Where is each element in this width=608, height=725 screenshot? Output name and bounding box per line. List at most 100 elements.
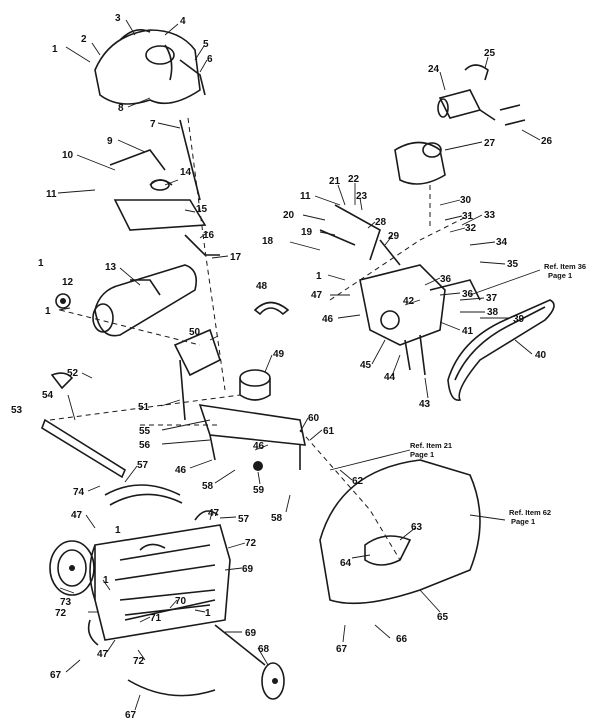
callout-numbers: 1 2 3 4 5 6 8 7 9 10 11 12 13 14 15 16 1… — [11, 13, 553, 721]
callout-12: 12 — [62, 277, 74, 288]
callout-48: 48 — [256, 281, 268, 292]
callout-66: 66 — [396, 634, 408, 645]
leader-lines — [57, 19, 541, 711]
callout-36-upper: 36 — [440, 274, 452, 285]
callout-38: 38 — [487, 307, 499, 318]
callout-53: 53 — [11, 405, 23, 416]
callout-20: 20 — [283, 210, 295, 221]
callout-56: 56 — [139, 440, 151, 451]
callout-57-right: 57 — [238, 514, 250, 525]
ref-item-62-line1: Ref. Item 62 — [509, 508, 551, 517]
callout-34: 34 — [496, 237, 508, 248]
callout-4: 4 — [180, 16, 186, 27]
callout-30: 30 — [460, 195, 472, 206]
callout-64: 64 — [340, 558, 352, 569]
callout-10: 10 — [62, 150, 74, 161]
callout-35: 35 — [507, 259, 519, 270]
callout-1: 1 — [52, 44, 58, 55]
callout-69-top: 69 — [242, 564, 254, 575]
ref-item-62-note: Ref. Item 62 Page 1 — [509, 508, 551, 526]
callout-26: 26 — [541, 136, 553, 147]
callout-65: 65 — [437, 612, 449, 623]
callout-33: 33 — [484, 210, 496, 221]
callout-68: 68 — [258, 644, 270, 655]
ref-item-36-line1: Ref. Item 36 — [544, 262, 586, 271]
callout-46-right: 46 — [322, 314, 334, 325]
callout-44: 44 — [384, 372, 396, 383]
callout-37: 37 — [486, 293, 498, 304]
callout-1f: 1 — [205, 608, 211, 619]
callout-6: 6 — [207, 54, 213, 65]
callout-11: 11 — [46, 189, 57, 200]
callout-49: 49 — [273, 349, 285, 360]
callout-14: 14 — [180, 167, 192, 178]
callout-46-left: 46 — [175, 465, 187, 476]
ref-item-36-line2: Page 1 — [548, 271, 572, 280]
callout-13: 13 — [105, 262, 117, 273]
callout-24: 24 — [428, 64, 440, 75]
callout-46-top: 46 — [253, 441, 265, 452]
callout-22: 22 — [348, 174, 360, 185]
callout-72-bottom: 72 — [133, 656, 145, 667]
ref-item-21-note: Ref. Item 21 Page 1 — [410, 441, 452, 459]
callout-60: 60 — [308, 413, 320, 424]
ref-item-62-line2: Page 1 — [511, 517, 535, 526]
callout-1d: 1 — [115, 525, 121, 536]
callout-63: 63 — [411, 522, 423, 533]
callout-27: 27 — [484, 138, 496, 149]
callout-69-bottom: 69 — [245, 628, 257, 639]
callout-43: 43 — [419, 399, 431, 410]
callout-41: 41 — [462, 326, 474, 337]
callout-62: 62 — [352, 476, 364, 487]
callout-50: 50 — [189, 327, 201, 338]
callout-25: 25 — [484, 48, 496, 59]
callout-58-left: 58 — [202, 481, 214, 492]
callout-72-right: 72 — [245, 538, 257, 549]
callout-11b: 11 — [300, 191, 311, 202]
callout-15: 15 — [196, 204, 208, 215]
callout-31: 31 — [462, 211, 474, 222]
callout-42: 42 — [403, 296, 415, 307]
callout-7: 7 — [150, 119, 156, 130]
callout-59: 59 — [253, 485, 265, 496]
part-drawings — [41, 29, 555, 700]
callout-18: 18 — [262, 236, 274, 247]
callout-32: 32 — [465, 223, 477, 234]
callout-1g: 1 — [316, 271, 322, 282]
callout-2: 2 — [81, 34, 87, 45]
callout-8: 8 — [118, 103, 124, 114]
callout-23: 23 — [356, 191, 368, 202]
callout-47-left: 47 — [71, 510, 83, 521]
callout-36-lower: 36 — [462, 289, 474, 300]
callout-71: 71 — [150, 613, 162, 624]
callout-1c: 1 — [45, 306, 51, 317]
ref-item-21-line1: Ref. Item 21 — [410, 441, 452, 450]
callout-16: 16 — [203, 230, 215, 241]
callout-73: 73 — [60, 597, 72, 608]
callout-72-left: 72 — [55, 608, 67, 619]
callout-45: 45 — [360, 360, 372, 371]
callout-70: 70 — [175, 596, 187, 607]
callout-67-left: 67 — [50, 670, 62, 681]
callout-39: 39 — [513, 314, 525, 325]
callout-55: 55 — [139, 426, 151, 437]
callout-21: 21 — [329, 176, 341, 187]
callout-40: 40 — [535, 350, 547, 361]
callout-1e: 1 — [103, 575, 109, 586]
callout-51: 51 — [138, 402, 150, 413]
ref-item-21-line2: Page 1 — [410, 450, 434, 459]
callout-54: 54 — [42, 390, 54, 401]
callout-67-bottom: 67 — [125, 710, 137, 721]
callout-47-mid: 47 — [208, 508, 220, 519]
callout-57-top: 57 — [137, 460, 149, 471]
ref-item-36-note: Ref. Item 36 Page 1 — [544, 262, 586, 280]
callout-47-bottom: 47 — [97, 649, 109, 660]
callout-9: 9 — [107, 136, 113, 147]
callout-19: 19 — [301, 227, 313, 238]
callout-58-right: 58 — [271, 513, 283, 524]
callout-61: 61 — [323, 426, 335, 437]
callout-5: 5 — [203, 39, 209, 50]
callout-67-right: 67 — [336, 644, 348, 655]
callout-17: 17 — [230, 252, 242, 263]
